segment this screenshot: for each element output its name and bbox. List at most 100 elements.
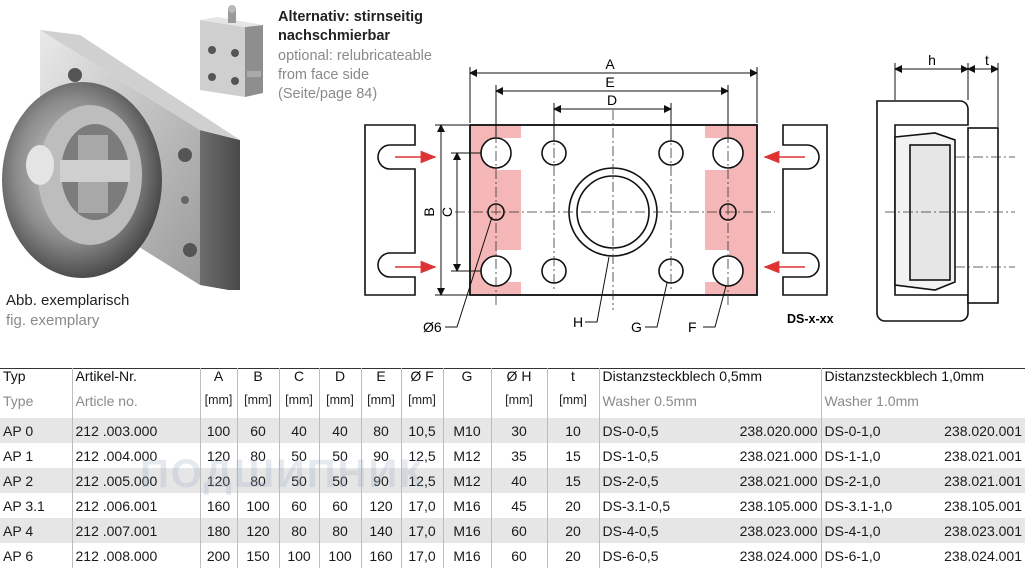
cell-a: 120 <box>199 443 237 468</box>
cell-ds05: DS-6-0,5 <box>598 543 707 568</box>
cell-h: 35 <box>490 443 547 468</box>
col-washer-05-en: Washer 0.5mm <box>598 393 821 418</box>
cell-ds05-no: 238.021.000 <box>739 447 818 464</box>
cell-b: 120 <box>236 518 279 543</box>
cell-ds10-no: 238.021.001 <box>927 468 1025 493</box>
cell-c: 60 <box>278 493 319 518</box>
cell-g: M12 <box>442 468 491 493</box>
cell-typ: AP 1 <box>3 447 34 464</box>
cell-ds05: DS-4-0,5 <box>598 518 707 543</box>
unit-g <box>442 393 491 418</box>
cell-h: 40 <box>490 468 547 493</box>
cell-g: M16 <box>442 493 491 518</box>
col-washer-10-de: Distanzsteckblech 1,0mm <box>820 368 1025 393</box>
unit-f: [mm] <box>400 393 443 418</box>
cell-a: 120 <box>199 468 237 493</box>
cell-t: 20 <box>546 518 599 543</box>
cell-a: 100 <box>199 418 237 443</box>
cell-f: 17,0 <box>400 543 443 568</box>
dim-h-label: h <box>928 52 936 68</box>
cell-art: 212 .006.001 <box>71 493 200 518</box>
col-t: t <box>546 368 599 393</box>
cell-ds05: DS-1-0,5 <box>598 443 707 468</box>
cell-t: 15 <box>546 443 599 468</box>
cell-e: 120 <box>360 493 401 518</box>
relubrication-note-de: Alternativ: stirnseitig nachschmierbar <box>278 8 423 46</box>
cell-d: 40 <box>318 418 361 443</box>
cell-e: 90 <box>360 468 401 493</box>
cell-ds10-no: 238.020.001 <box>927 418 1025 443</box>
cell-f: 10,5 <box>400 418 443 443</box>
cell-art: 212 .008.000 <box>71 543 200 568</box>
cell-e: 140 <box>360 518 401 543</box>
relubrication-note-de-line1: Alternativ: stirnseitig <box>278 9 424 25</box>
dim-d-label: D <box>607 92 617 108</box>
relubrication-note-en: optional: relubricateable from face side… <box>278 47 432 104</box>
photo-caption-de: Abb. exemplarisch <box>6 292 130 309</box>
cell-h: 60 <box>490 518 547 543</box>
washer-type-label: DS-x-xx <box>787 312 834 326</box>
cell-typ: AP 2 <box>0 468 72 493</box>
cell-b: 80 <box>236 443 279 468</box>
cell-art: 212 .003.000 <box>71 418 200 443</box>
dim-e-label: E <box>605 74 614 90</box>
cell-ds10-no: 238.024.001 <box>944 547 1022 564</box>
cell-g: M10 <box>442 418 491 443</box>
cell-c: 50 <box>278 443 319 468</box>
cell-ds05-no: 238.024.000 <box>739 547 818 564</box>
cell-typ: AP 0 <box>0 418 72 443</box>
cell-g: M16 <box>442 543 491 568</box>
relubrication-note-en-line1: optional: relubricateable <box>278 48 432 64</box>
cell-t: 20 <box>546 543 599 568</box>
cell-b: 150 <box>236 543 279 568</box>
unit-e: [mm] <box>360 393 401 418</box>
cell-f: 17,0 <box>400 518 443 543</box>
cell-ds05-no: 238.020.000 <box>707 418 821 443</box>
cell-typ: AP 3.1 <box>3 497 45 514</box>
cell-ds05-no: 238.105.000 <box>739 497 818 514</box>
col-e: E <box>360 368 401 393</box>
cell-g: M12 <box>442 443 491 468</box>
cell-ds05: DS-3.1-0,5 <box>598 493 707 518</box>
cell-d: 80 <box>318 518 361 543</box>
cell-art: 212 .004.000 <box>71 443 200 468</box>
relubrication-note-en-line3: (Seite/page 84) <box>278 86 378 102</box>
cell-f: 12,5 <box>400 443 443 468</box>
cell-ds05: DS-2-0,5 <box>598 468 707 493</box>
cell-art: 212 .007.001 <box>71 518 200 543</box>
cell-c: 50 <box>278 468 319 493</box>
cell-d: 100 <box>318 543 361 568</box>
label-h: H <box>573 314 583 330</box>
col-d: D <box>318 368 361 393</box>
cell-typ: AP 4 <box>0 518 72 543</box>
cell-a: 180 <box>199 518 237 543</box>
product-photo <box>2 30 240 290</box>
col-b: B <box>236 368 279 393</box>
cell-ds10: DS-4-1,0 <box>820 518 927 543</box>
dim-b-label: B <box>421 207 437 216</box>
cell-b: 60 <box>236 418 279 443</box>
cell-e: 80 <box>360 418 401 443</box>
photo-caption-en: fig. exemplary <box>6 312 100 329</box>
relubrication-note-en-line2: from face side <box>278 67 370 83</box>
cell-ds10-no: 238.021.001 <box>944 447 1022 464</box>
col-type-en: Type <box>3 393 34 409</box>
cell-t: 20 <box>546 493 599 518</box>
unit-a: [mm] <box>199 393 237 418</box>
cell-b: 80 <box>236 468 279 493</box>
col-a: A <box>199 368 237 393</box>
cell-d: 50 <box>318 443 361 468</box>
unit-t: [mm] <box>546 393 599 418</box>
dim-a-label: A <box>605 56 615 72</box>
hole-6mm-label: Ø6 <box>423 319 442 335</box>
cell-ds10-no: 238.023.001 <box>927 518 1025 543</box>
cell-ds05-no: 238.023.000 <box>707 518 821 543</box>
cell-h: 30 <box>490 418 547 443</box>
cell-h: 45 <box>490 493 547 518</box>
